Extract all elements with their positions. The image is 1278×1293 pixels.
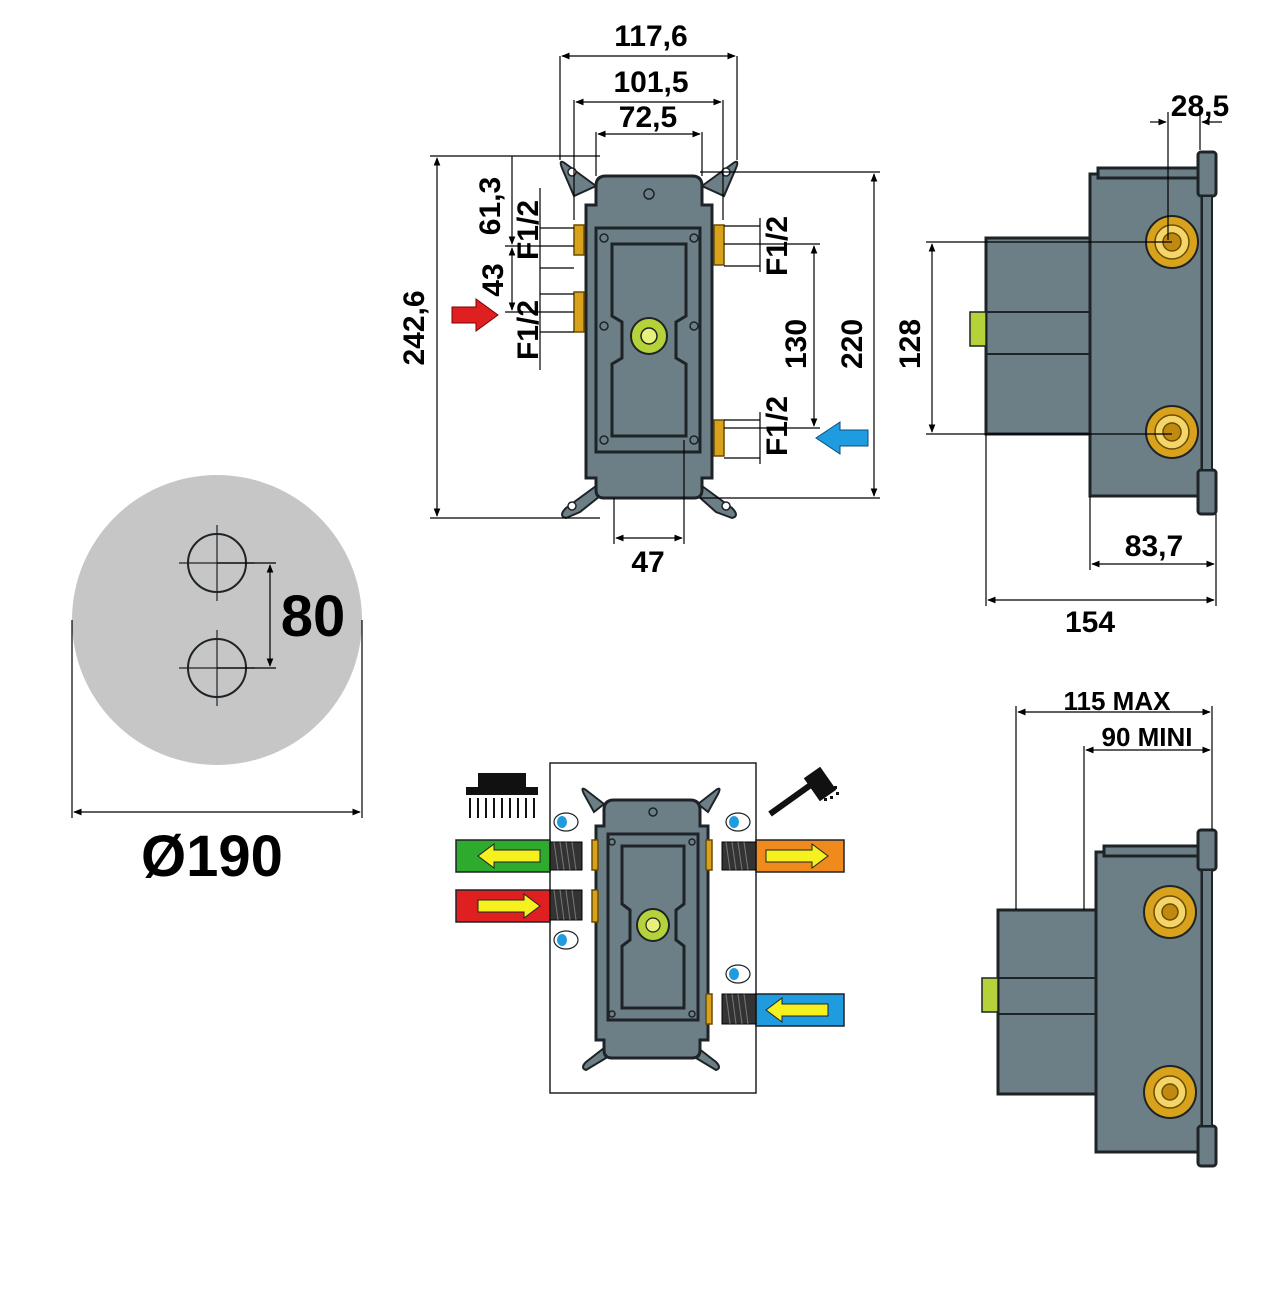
thread-mid-left: F1/2 — [512, 300, 545, 360]
installation-schematic — [455, 762, 845, 1094]
dim-width-inner: 72,5 — [619, 101, 677, 134]
dim-install-max: 115 MAX — [1064, 686, 1172, 716]
side-view: 28,5 128 83,7 154 — [894, 90, 1229, 639]
dim-plate-diameter: Ø190 — [141, 824, 283, 889]
dim-height-total: 242,6 — [398, 290, 431, 365]
dim-depth-total: 154 — [1065, 606, 1115, 639]
side-view-installed: 115 MAX 90 MINI — [981, 686, 1218, 1168]
dim-width-outer: 117,6 — [614, 20, 687, 53]
plate-disc — [72, 475, 362, 765]
hot-inlet-arrow — [451, 298, 499, 332]
cold-inlet-pipe — [755, 993, 845, 1027]
dim-install-min: 90 MINI — [1101, 722, 1192, 752]
brass-ports — [573, 224, 725, 457]
ptfe-tape-icon — [553, 812, 751, 984]
dim-top-offset: 61,3 — [474, 177, 507, 235]
schematic-valve-body — [581, 787, 721, 1072]
dim-bottom: 47 — [631, 546, 664, 579]
hot-inlet-pipe — [455, 889, 551, 923]
dim-flange: 28,5 — [1171, 90, 1229, 123]
outlet-pipe-orange — [755, 839, 845, 873]
front-view: 117,6 101,5 72,5 242,6 61,3 43 F1/2 F1/2… — [398, 20, 880, 579]
rain-shower-icon — [466, 773, 538, 818]
dim-side-port-spacing: 128 — [894, 319, 927, 369]
side-port-bottom — [1145, 405, 1199, 459]
dim-inlet-spacing: 43 — [477, 263, 510, 296]
dim-width-mid: 101,5 — [613, 66, 688, 99]
outlet-pipe-green — [455, 839, 551, 873]
dim-port-spacing: 130 — [780, 319, 813, 369]
thread-top-right: F1/2 — [761, 216, 794, 276]
cover-plate: 80 Ø190 — [71, 475, 363, 889]
cold-inlet-arrow — [815, 421, 869, 455]
thread-bottom-right: F1/2 — [761, 396, 794, 456]
dim-depth-body: 83,7 — [1125, 530, 1183, 563]
hand-shower-icon — [768, 766, 839, 817]
dim-knob-spacing: 80 — [281, 584, 346, 649]
thread-top-left: F1/2 — [512, 200, 545, 260]
dim-height-body: 220 — [836, 319, 869, 369]
